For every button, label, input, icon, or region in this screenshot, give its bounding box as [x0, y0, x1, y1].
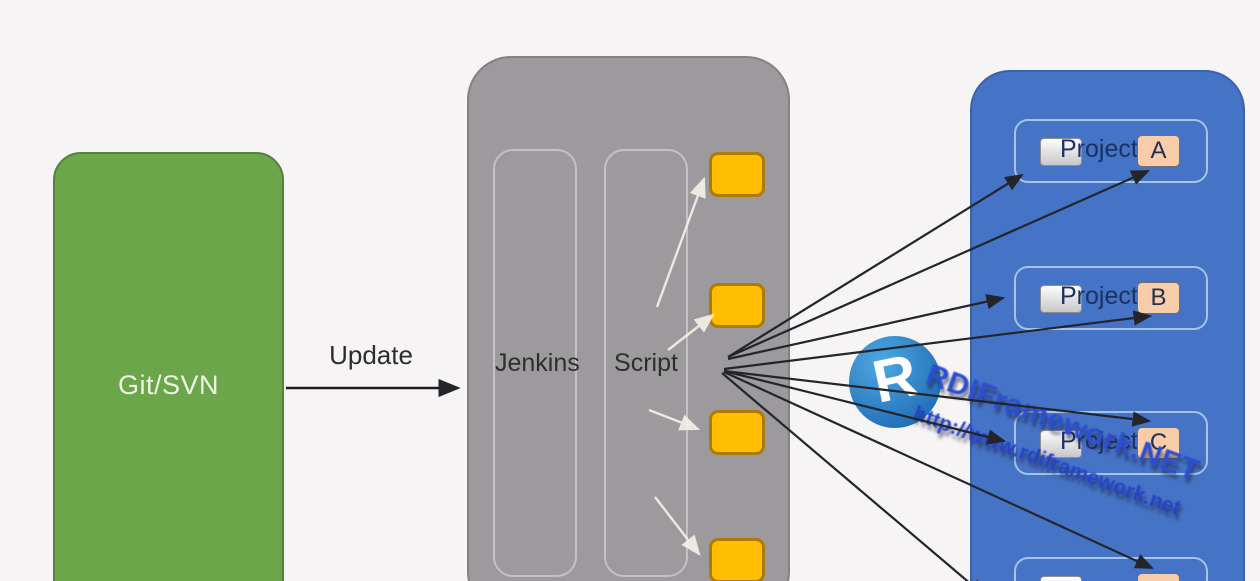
git-svn-label: Git/SVN [117, 370, 220, 400]
project-letter-chip [1137, 573, 1180, 581]
jenkins-container: Jenkins Script [467, 56, 790, 581]
project-row-b: Project B [1014, 266, 1208, 330]
script-column: Script [604, 149, 688, 577]
status-chip [1040, 576, 1082, 581]
jenkins-label: Jenkins [495, 349, 580, 377]
project-letter-chip: A [1137, 135, 1180, 167]
project-label: Project [1060, 282, 1138, 310]
status-chip [1040, 138, 1082, 166]
jenkins-column: Jenkins [493, 149, 580, 577]
git-svn-node: Git/SVN [53, 152, 284, 581]
task-square-2 [709, 283, 765, 328]
projects-container: Project A Project B Project C [970, 70, 1245, 581]
task-square-3 [709, 410, 765, 455]
project-letter-chip: B [1137, 282, 1180, 314]
project-label: Project [1060, 135, 1138, 163]
task-square-4 [709, 538, 765, 581]
task-square-1 [709, 152, 765, 197]
project-row-a: Project A [1014, 119, 1208, 183]
script-label: Script [614, 349, 678, 377]
update-label: Update [329, 340, 413, 370]
project-row-partial [1014, 557, 1208, 581]
